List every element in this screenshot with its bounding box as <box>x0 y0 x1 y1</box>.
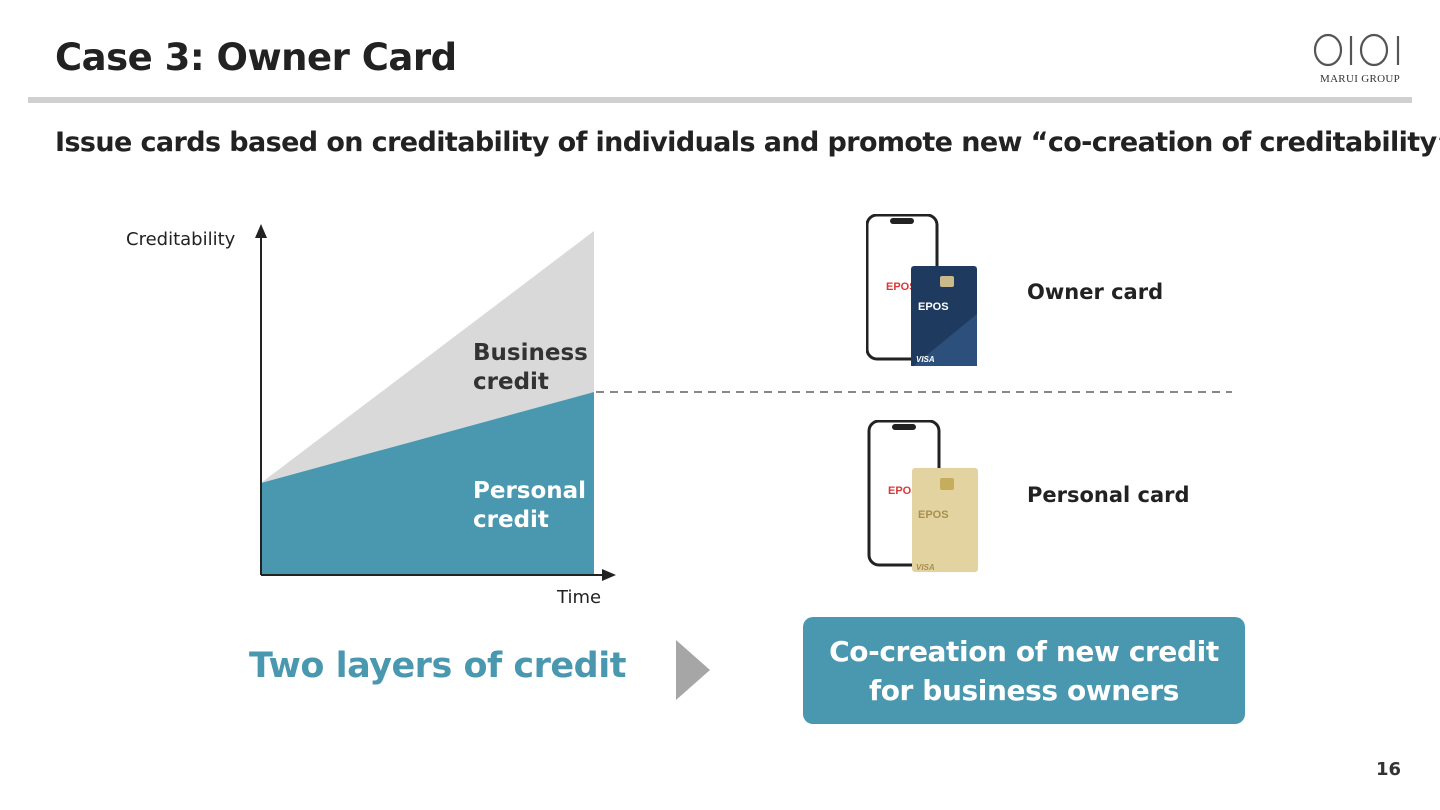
phone-brand-text: EPOS <box>888 485 919 497</box>
two-layers-text: Two layers of credit <box>249 646 626 686</box>
phone-brand-text: EPOS <box>886 281 917 293</box>
owner-card-label: Owner card <box>1027 280 1164 304</box>
card-network-text: VISA <box>916 563 935 572</box>
personal-card-image: EPOS EPOS VISA <box>867 420 978 572</box>
y-axis-label: Creditability <box>126 229 236 250</box>
logo-text: MARUI GROUP <box>1319 73 1400 85</box>
slide-title: Case 3: Owner Card <box>55 36 457 79</box>
cocreation-line-1: Co-creation of new credit <box>829 634 1219 668</box>
business-credit-area <box>261 231 594 483</box>
x-axis-arrow-icon <box>602 569 616 581</box>
arrow-right-icon <box>676 640 710 700</box>
cocreation-line-2: for business owners <box>868 673 1180 707</box>
card-brand-text: EPOS <box>918 509 949 521</box>
title-divider <box>28 97 1412 103</box>
business-credit-label: Business credit <box>473 340 588 395</box>
personal-card-label: Personal card <box>1027 483 1190 507</box>
y-axis-arrow-icon <box>255 224 267 238</box>
x-axis-label: Time <box>557 587 602 608</box>
personal-credit-label: Personal credit <box>473 478 587 533</box>
card-brand-text: EPOS <box>918 301 949 313</box>
personal-credit-area <box>261 392 594 575</box>
card-network-text: VISA <box>916 355 935 364</box>
page-number: 16 <box>1376 759 1402 780</box>
owner-card-image: EPOS EPOS VISA <box>866 214 977 366</box>
slide-subtitle: Issue cards based on creditability of in… <box>55 127 1440 158</box>
cocreation-box: Co-creation of new credit for business o… <box>803 617 1245 724</box>
marui-group-logo <box>1313 33 1400 67</box>
